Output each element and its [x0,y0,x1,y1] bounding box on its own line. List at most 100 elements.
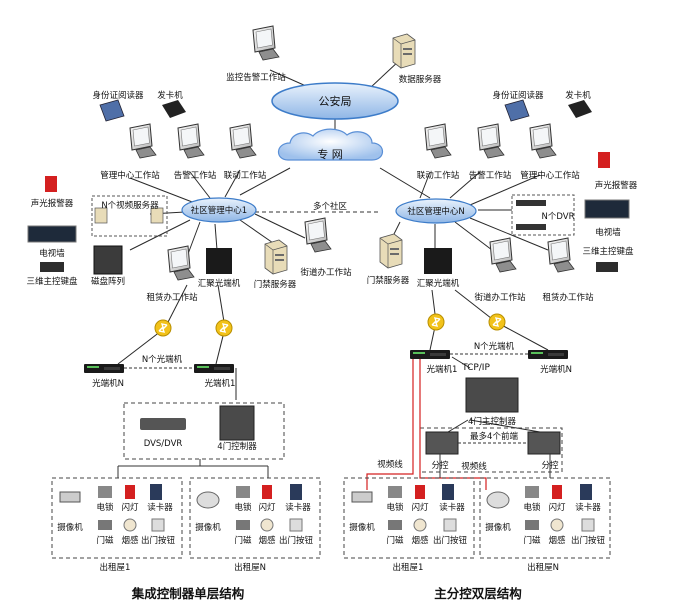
alarm-station-right-icon [477,123,505,159]
lock-left-1-label: 电锁 [96,502,114,513]
rental-house-n-right [479,477,611,559]
optical-n-left-icon [84,364,124,373]
sub-ctrl-2-icon [527,431,561,455]
smoke-right-1-icon [413,518,427,532]
magnet-right-n-label: 门磁 [523,535,541,546]
keyboard-left-label: 三维主控键盘 [26,276,78,287]
fiber-icon-left-2 [215,319,233,337]
smoke-right-n-icon [550,518,564,532]
smoke-left-1-label: 烟感 [121,535,139,546]
optical-hub-right-label: 汇聚光端机 [417,278,460,289]
police-bureau-ellipse [271,82,399,120]
link-station-left-label: 联动工作站 [224,170,267,181]
community-center-1-label: 社区管理中心1 [191,205,247,216]
flash-right-1-icon [415,485,425,499]
lock-right-n-label: 电锁 [523,502,541,513]
magnet-right-1-label: 门磁 [386,535,404,546]
reader-right-1-icon [442,484,454,500]
smoke-right-n-label: 烟感 [548,535,566,546]
rental-house-n-left [189,477,321,559]
optical-hub-right-icon [424,248,452,274]
street-station-left-label: 街道办工作站 [300,267,352,278]
left-bottom-tree [117,459,269,478]
keyboard-left-icon [40,262,64,272]
tv-wall-right-label: 电视墙 [595,227,621,238]
lock-left-1-icon [98,486,112,498]
optical-hub-left-label: 汇聚光端机 [198,278,241,289]
fiber-icon-left-1 [154,319,172,337]
card-issuer-left-label: 发卡机 [157,90,183,101]
door-server-right-label: 门禁服务器 [367,275,410,286]
camera-right-1-label: 摄像机 [349,522,375,533]
lock-right-n-icon [525,486,539,498]
magnet-right-1-icon [388,520,402,530]
sub-ctrl-1-icon [425,431,459,455]
video-servers-box [91,195,168,237]
card-issuer-right-icon [568,100,592,118]
smoke-left-n-label: 烟感 [258,535,276,546]
door-server-right-icon [379,233,403,269]
optical-1-left-label: 光端机1 [205,378,236,389]
link-station-right-label: 联动工作站 [417,170,460,181]
n-optical-right-label: N个光端机 [474,341,515,352]
exit-btn-right-1-label: 出门按钮 [433,535,468,546]
flash-right-n-label: 闪灯 [548,502,566,513]
optical-n-right-icon [528,350,568,359]
fiber-icon-right-2 [488,313,506,331]
reader-right-1-label: 读卡器 [439,502,465,513]
exit-btn-left-1-icon [151,518,165,532]
private-network-cloud [277,128,384,161]
flash-left-1-label: 闪灯 [121,502,139,513]
optical-hub-left-icon [206,248,232,274]
rental-station-right-label: 租赁办工作站 [542,292,594,303]
lock-left-n-label: 电锁 [234,502,252,513]
magnet-left-1-label: 门磁 [96,535,114,546]
monitor-station-label: 监控告警工作站 [226,72,286,83]
alarm-light-left-icon [45,176,57,192]
camera-left-1-label: 摄像机 [57,522,83,533]
police-bureau-label: 公安局 [319,94,352,108]
optical-1-left-icon [194,364,234,373]
house-1-right-label: 出租屋1 [393,562,424,573]
flash-left-1-icon [125,485,135,499]
flash-right-1-label: 闪灯 [411,502,429,513]
data-server-icon [392,33,416,69]
controller-4door-left-label: 4门控制器 [217,441,257,452]
community-center-n-ellipse [395,198,477,224]
rental-station-left-icon [167,245,195,281]
lock-left-n-icon [236,486,250,498]
rental-station-right-icon [547,237,575,273]
house-n-right-label: 出租屋N [527,562,559,573]
dvr-icon-1 [516,200,546,206]
smoke-left-1-icon [123,518,137,532]
magnet-right-n-icon [525,520,539,530]
disk-array-icon [93,245,123,275]
max-front-label: 最多4个前端 [470,431,518,442]
video-line-1-label: 视频线 [377,459,403,470]
card-issuer-left-icon [162,100,186,118]
smoke-left-n-icon [260,518,274,532]
optical-1-right-label: 光端机1 [427,364,458,375]
house-1-left-label: 出租屋1 [100,562,131,573]
keyboard-right-label: 三维主控键盘 [582,246,634,257]
right-structure-title: 主分控双层结构 [434,586,522,601]
exit-btn-left-n-icon [289,518,303,532]
door-server-left-icon [264,239,288,275]
community-center-1-ellipse [181,197,257,223]
house-n-left-label: 出租屋N [234,562,266,573]
keyboard-right-icon [596,262,618,272]
community-center-n-label: 社区管理中心N [407,206,464,217]
flash-left-n-label: 闪灯 [258,502,276,513]
reader-left-n-icon [290,484,302,500]
card-issuer-right-label: 发卡机 [565,90,591,101]
rental-station-left-label: 租赁办工作站 [146,292,198,303]
reader-left-1-icon [150,484,162,500]
exit-btn-right-1-icon [443,518,457,532]
alarm-light-left-label: 声光报警器 [31,198,74,209]
data-server-label: 数据服务器 [399,74,442,85]
exit-btn-left-n-label: 出门按钮 [279,535,314,546]
tv-wall-right-icon [584,199,630,219]
dvr-box [511,194,575,236]
camera-left-n-label: 摄像机 [195,522,221,533]
dvr-label: N个DVR [542,212,575,222]
